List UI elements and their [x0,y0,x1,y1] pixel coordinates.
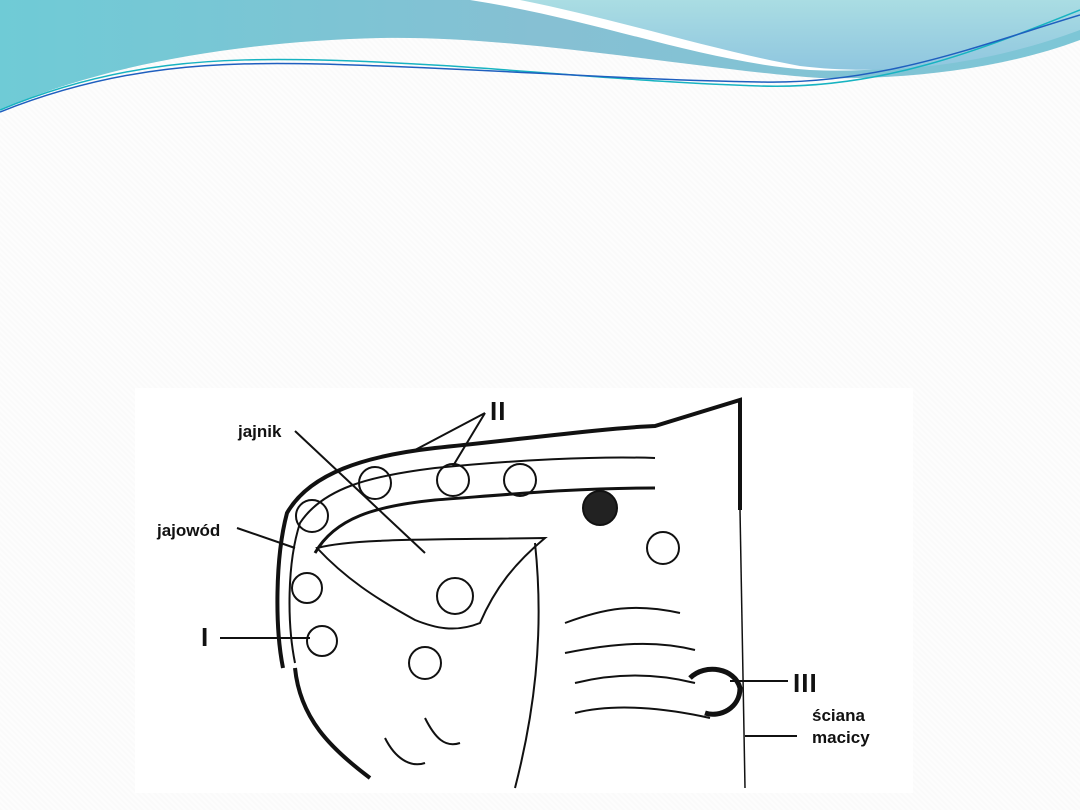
label-oviduct: jajowód [157,521,221,540]
label-stage-3: III [793,668,818,698]
header-wave-decoration [0,0,1080,113]
label-stage-2: II [490,396,507,426]
diagram-drawing [220,397,797,789]
label-uterine-wall-line1: ściana [812,706,865,725]
label-uterine-wall-line2: macicy [812,728,870,747]
label-ovary: jajnik [238,422,282,441]
reproductive-tract-diagram: jajnik jajowód II I III ściana macicy [135,388,913,793]
label-stage-1: I [201,622,210,652]
